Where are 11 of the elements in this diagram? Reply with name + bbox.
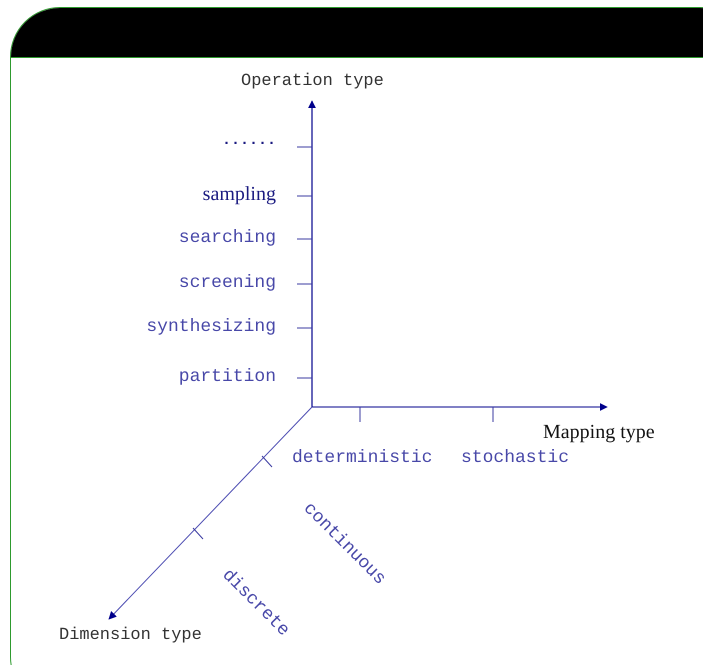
tick-label: deterministic bbox=[292, 447, 432, 470]
tick-label: partition bbox=[178, 366, 276, 388]
axis-title: Operation type bbox=[241, 71, 384, 92]
tick-label: screening bbox=[178, 272, 276, 294]
tick-label: synthesizing bbox=[145, 316, 276, 338]
tick-label: sampling bbox=[202, 182, 276, 207]
axis-title: Dimension type bbox=[59, 625, 202, 646]
tick-label: stochastic bbox=[461, 447, 570, 470]
tick-label: ...... bbox=[220, 132, 276, 151]
axis-title: Mapping type bbox=[543, 420, 655, 445]
tick-label: searching bbox=[178, 227, 276, 250]
